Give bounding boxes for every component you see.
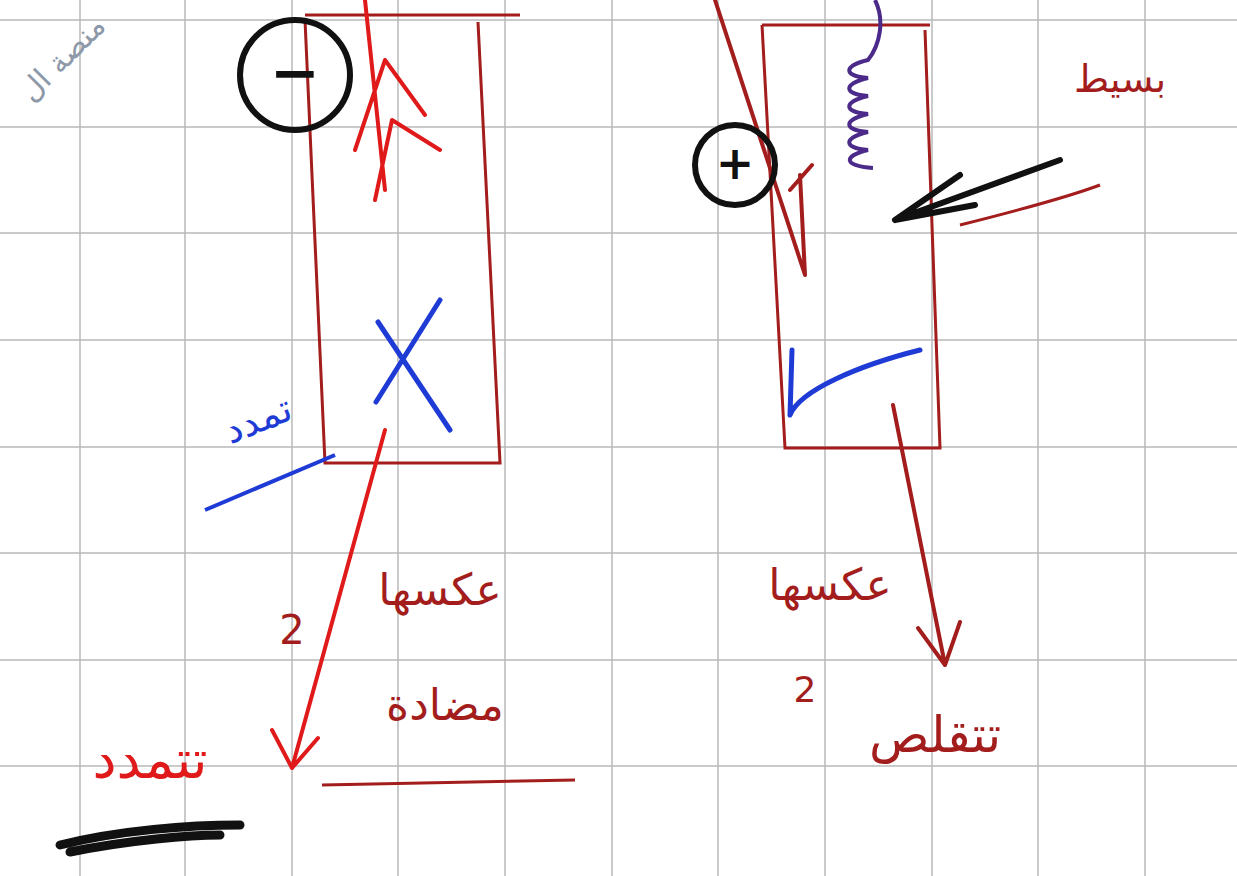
sign-circle	[695, 125, 775, 205]
note: عكسها	[378, 566, 502, 614]
callout-number: 2	[794, 670, 817, 710]
underline	[205, 455, 335, 510]
left-cylinder	[305, 15, 520, 463]
note: تمدد	[218, 388, 298, 453]
check-mark	[790, 350, 920, 415]
sign-symbol: +	[716, 138, 755, 189]
arrow	[895, 160, 1060, 220]
cross-mark	[376, 300, 450, 430]
underline	[322, 780, 575, 785]
arrow	[272, 430, 385, 768]
field-lines	[355, 0, 440, 200]
note: عكسها	[768, 561, 892, 609]
note: بسيط	[1074, 59, 1166, 101]
sign-symbol: −	[270, 39, 320, 105]
callout-number: 2	[279, 608, 304, 652]
spring	[849, 0, 880, 168]
scribble	[960, 185, 1100, 225]
sign-circle	[240, 20, 350, 130]
watermark: منصة ال	[13, 9, 112, 108]
note: مضادة	[386, 681, 504, 729]
scribble	[60, 825, 240, 852]
arrow	[893, 405, 960, 665]
note: تتقلص	[869, 708, 1001, 763]
note: تتمدد	[93, 730, 208, 789]
